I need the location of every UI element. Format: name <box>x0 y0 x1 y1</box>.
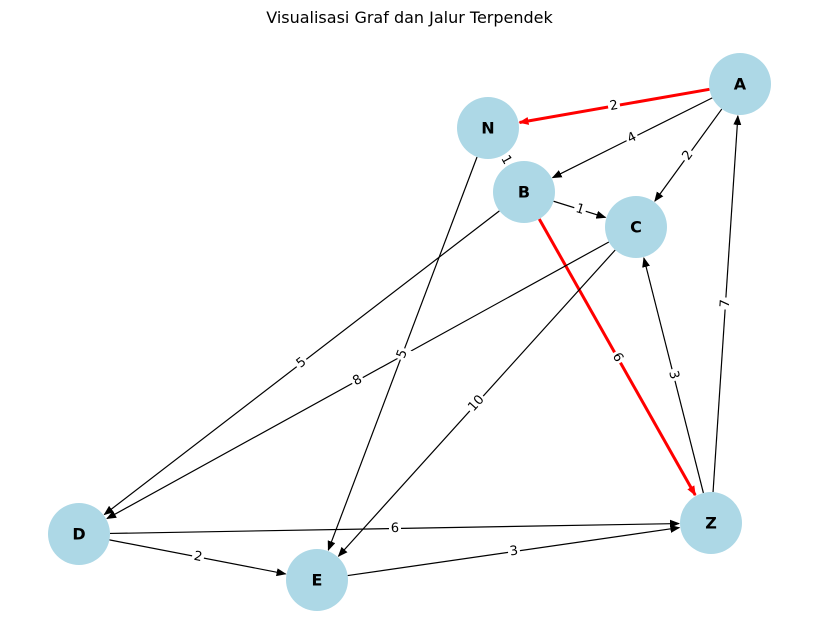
node-label-d: D <box>72 525 85 544</box>
diagram-title: Visualisasi Graf dan Jalur Terpendek <box>266 8 553 27</box>
edge-weight-c-e: 10 <box>463 390 490 417</box>
edge-weight-d-e: 2 <box>190 548 206 566</box>
edge-weight-b-z: 6 <box>607 348 628 367</box>
node-c <box>605 196 667 258</box>
edge-weight-e-z: 3 <box>506 542 522 561</box>
edge-weight-text: 6 <box>391 521 400 536</box>
edge-weight-text: 2 <box>609 98 620 114</box>
node-label-z: Z <box>705 514 717 533</box>
edge-weight-background <box>463 390 490 417</box>
node-label-a: A <box>734 75 747 94</box>
edge-weight-background <box>291 353 312 373</box>
edge-weight-z-c: 3 <box>664 367 683 383</box>
node-a <box>709 53 771 115</box>
edge-weight-n-b: 1 <box>496 150 516 170</box>
node-label-n: N <box>481 119 494 138</box>
nodes-layer: A N B C D E Z <box>48 53 771 611</box>
edge-weight-background <box>506 542 522 561</box>
edge-weight-background <box>607 348 628 367</box>
edge-weight-c-d: 8 <box>348 370 367 391</box>
edge-weight-background <box>571 200 589 219</box>
edge-weight-background <box>664 367 683 383</box>
node-label-c: C <box>630 218 642 237</box>
edge-weight-a-b: 4 <box>623 128 641 148</box>
edge-weight-d-z: 6 <box>388 520 402 537</box>
node-d <box>48 503 110 565</box>
edge-weight-a-c: 2 <box>678 145 698 166</box>
edge-weight-text: 3 <box>509 543 519 559</box>
edge-weight-background <box>496 150 516 170</box>
edge-weight-background <box>392 345 413 363</box>
edge-weight-text: 3 <box>665 369 682 381</box>
edge-weight-b-d: 5 <box>291 353 312 373</box>
edge-weight-a-n: 2 <box>606 97 622 115</box>
edge-weight-text: 7 <box>718 299 734 308</box>
edge-weight-b-c: 1 <box>571 200 589 219</box>
node-b <box>493 161 555 223</box>
edge-weight-z-a: 7 <box>717 296 734 311</box>
edge-weight-background <box>190 548 206 566</box>
node-n <box>457 97 519 159</box>
edge-weight-background <box>678 145 698 166</box>
edge-weight-text: 2 <box>193 549 204 565</box>
node-e <box>286 549 348 611</box>
edge-weight-background <box>606 97 622 115</box>
edge-weight-background <box>348 370 367 391</box>
edge-weight-n-e: 5 <box>392 345 413 363</box>
edge-weight-background <box>623 128 641 148</box>
node-label-e: E <box>312 571 323 590</box>
edge-weight-background <box>388 520 402 537</box>
node-label-b: B <box>518 183 530 202</box>
node-z <box>680 492 742 554</box>
edge-weight-background <box>717 296 734 311</box>
edges-layer <box>103 87 742 577</box>
